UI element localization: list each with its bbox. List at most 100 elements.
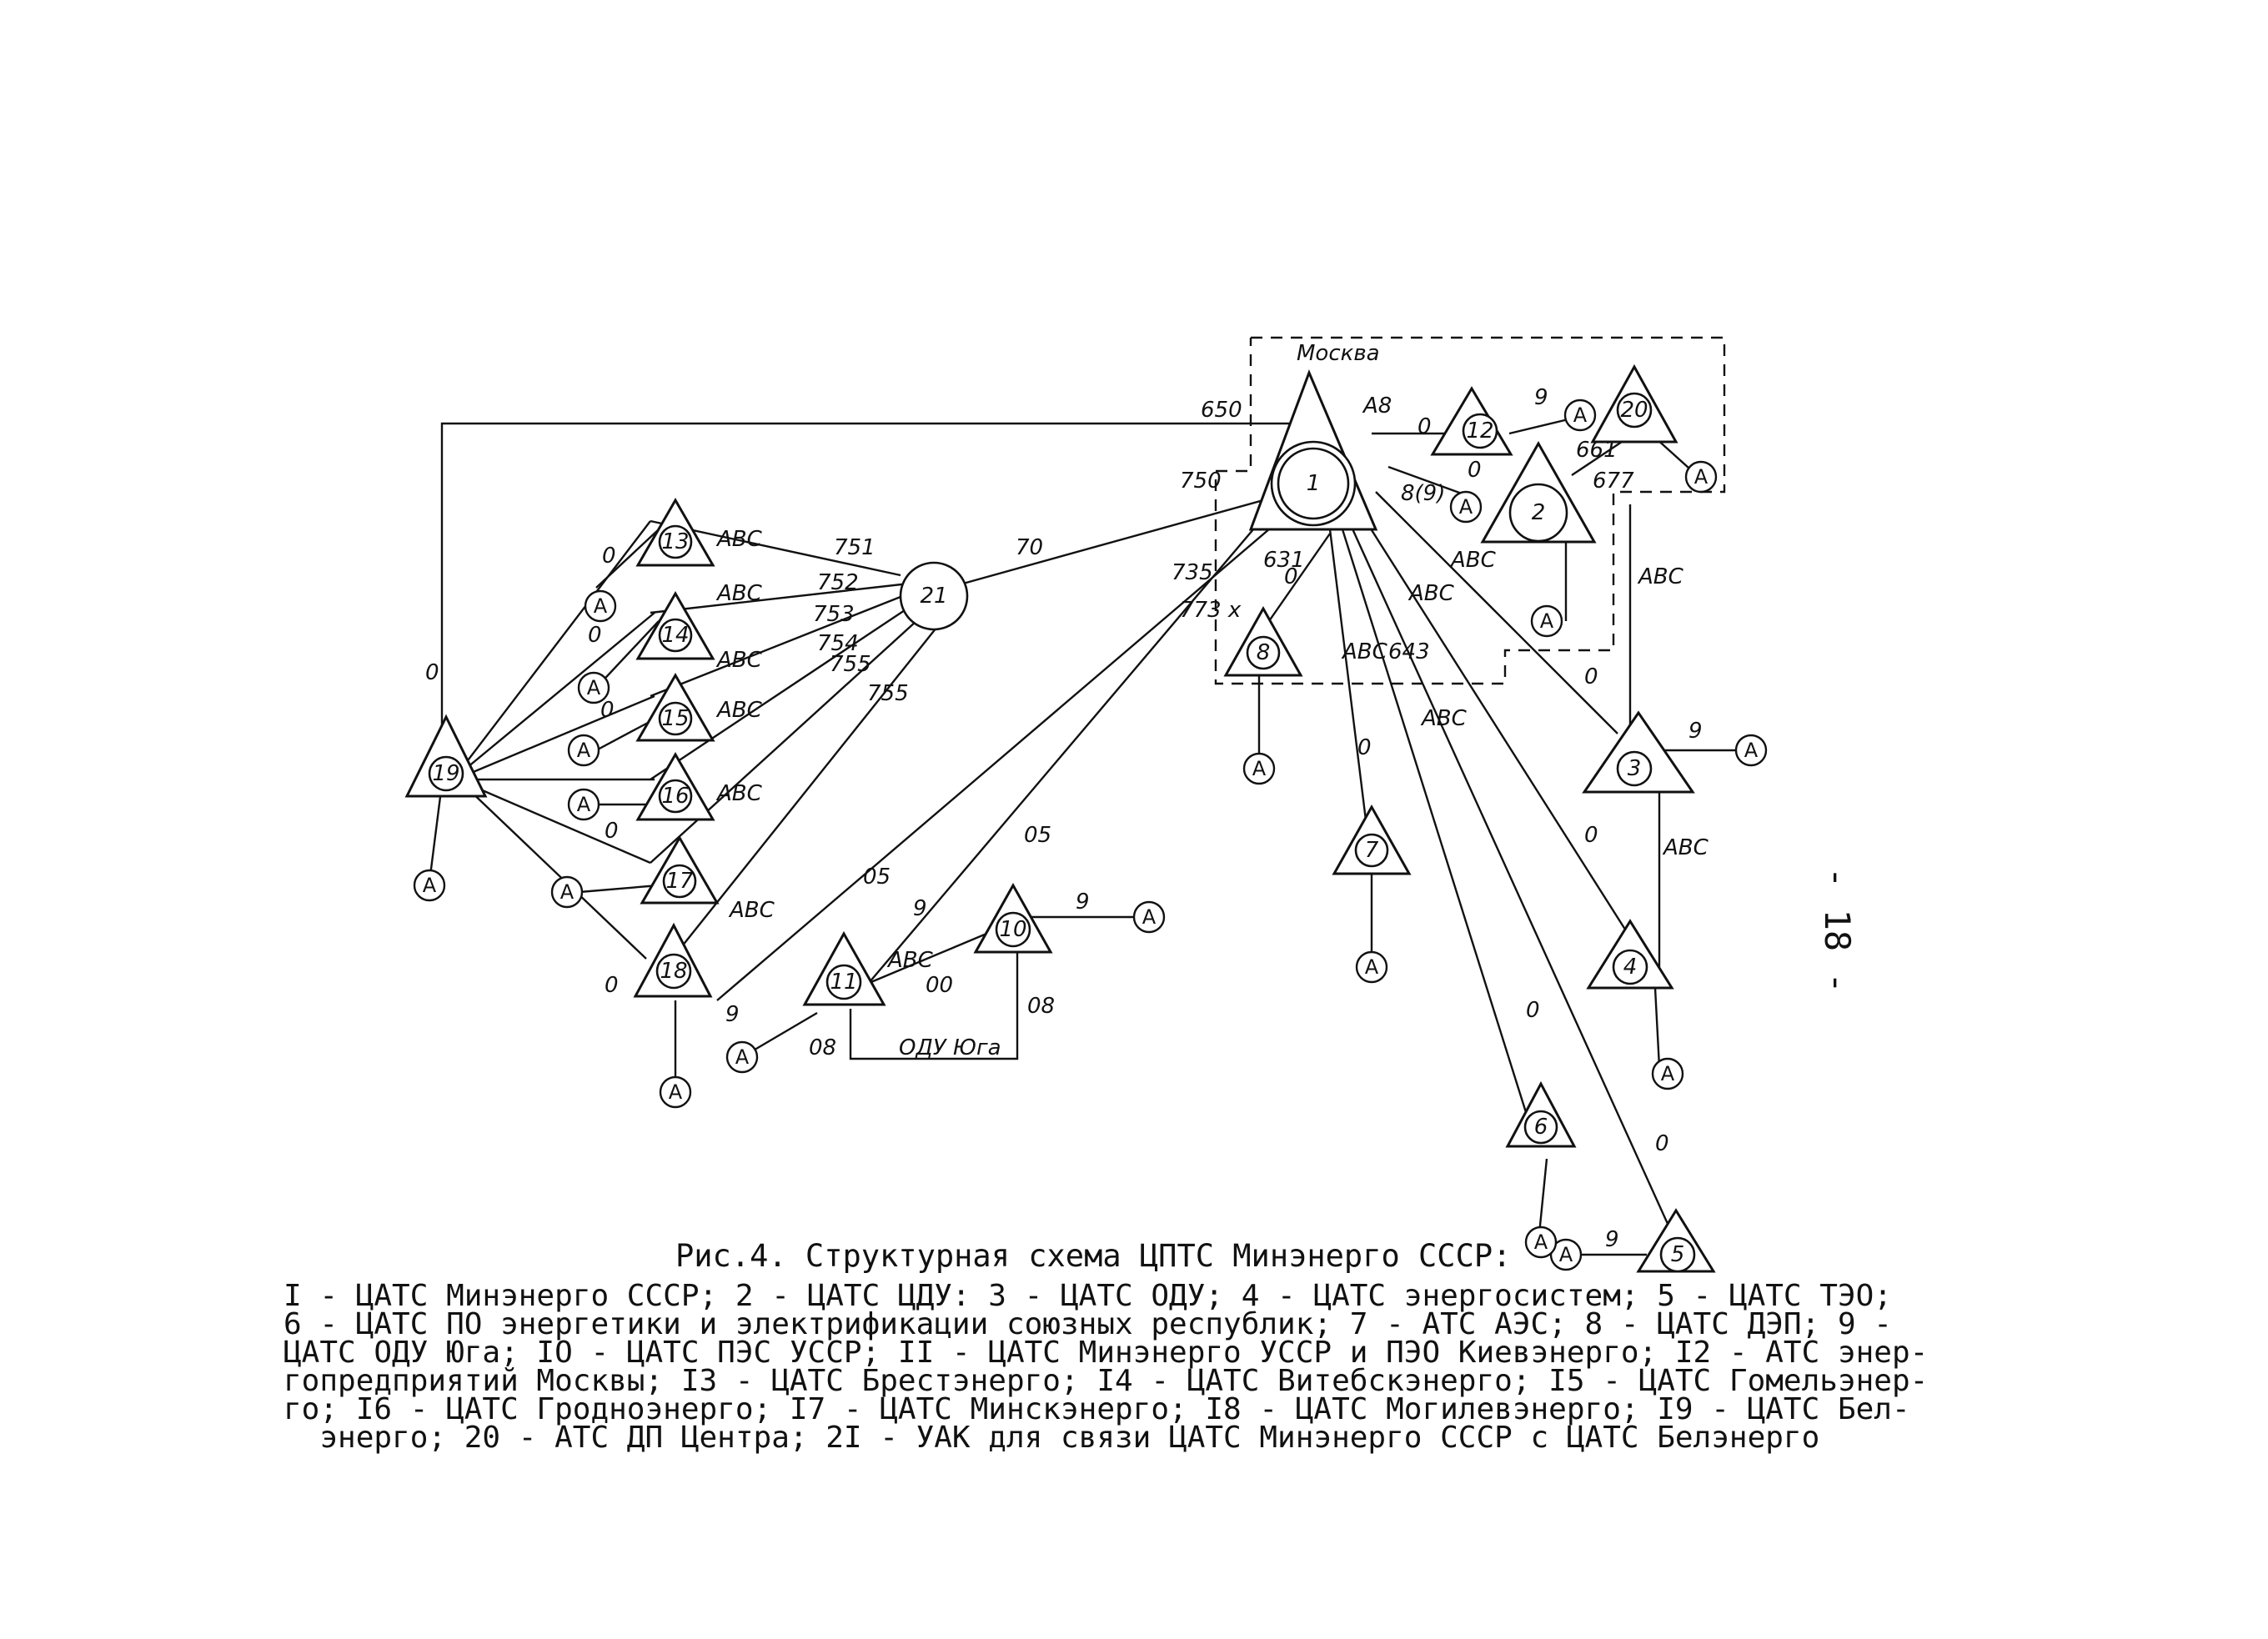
label-0-17: 0 — [605, 819, 619, 844]
caption-line: гопредприятий Москвы; I3 - ЦАТС Брестэне… — [284, 1364, 1929, 1398]
svg-text:А: А — [1559, 1243, 1573, 1266]
label-abc-11: ABC — [886, 948, 934, 973]
label-9-3: 9 — [1688, 719, 1703, 744]
svg-text:18: 18 — [660, 959, 687, 984]
svg-text:8: 8 — [1257, 640, 1271, 665]
svg-text:1: 1 — [1307, 471, 1321, 496]
moscow-label: Москва — [1297, 341, 1380, 366]
label-631: 631 — [1263, 548, 1305, 573]
label-752: 752 — [817, 570, 859, 595]
svg-text:А: А — [1661, 1062, 1675, 1085]
svg-text:7: 7 — [1365, 838, 1379, 863]
nodes: 1 2 12 20 3 4 5 6 7 — [404, 363, 1716, 1273]
label-08: 08 — [1027, 994, 1055, 1019]
svg-text:А: А — [1694, 465, 1709, 489]
svg-text:А: А — [587, 676, 601, 699]
svg-text:А: А — [1540, 609, 1554, 633]
label-0-5: 0 — [1655, 1131, 1669, 1156]
label-0-2: 0 — [1468, 458, 1482, 483]
figure-caption: Рис.4. Структурная схема ЦПТС Минэнерго … — [284, 1238, 1929, 1455]
svg-text:15: 15 — [661, 706, 689, 731]
label-abc-17: ABC — [715, 781, 763, 806]
label-abc-13: ABC — [715, 527, 763, 552]
label-0-6: 0 — [1526, 998, 1540, 1023]
svg-text:14: 14 — [661, 623, 689, 648]
svg-text:12: 12 — [1466, 419, 1493, 444]
label-650: 650 — [1201, 398, 1242, 423]
label-0-15: 0 — [600, 698, 615, 723]
svg-text:А: А — [669, 1080, 683, 1104]
svg-text:5: 5 — [1671, 1242, 1685, 1267]
label-05: 05 — [1024, 823, 1051, 848]
svg-text:А: А — [1534, 1231, 1548, 1254]
label-753: 753 — [813, 602, 855, 627]
svg-text:6: 6 — [1534, 1115, 1548, 1140]
label-9-10: 9 — [1076, 890, 1090, 915]
svg-text:4: 4 — [1623, 955, 1638, 980]
label-754: 754 — [817, 631, 859, 656]
label-abc-15: ABC — [715, 648, 763, 673]
label-abc-6b: ABC — [1420, 706, 1468, 731]
svg-text:А: А — [423, 874, 437, 897]
caption-line: I - ЦАТС Минэнерго СССР; 2 - ЦАТС ЦДУ: 3… — [284, 1279, 1892, 1313]
svg-text:21: 21 — [920, 584, 947, 609]
label-756: 755 — [867, 681, 909, 706]
label-a8: А8 — [1362, 393, 1392, 419]
caption-title: Рис.4. Структурная схема ЦПТС Минэнерго … — [675, 1238, 1512, 1274]
label-751: 751 — [834, 535, 876, 560]
subscribers: А А А А А А А А А А А А А А А А А А А — [413, 398, 1768, 1271]
label-0-14: 0 — [588, 623, 602, 648]
label-773x: 773 х — [1180, 598, 1242, 623]
page-number: - 18 - — [1817, 867, 1858, 994]
svg-text:А: А — [1744, 739, 1759, 762]
label-abc-16: ABC — [715, 698, 763, 723]
label-735: 735 — [1172, 560, 1213, 585]
svg-text:А: А — [735, 1045, 750, 1069]
label-08b: 08 — [809, 1035, 836, 1060]
svg-text:19: 19 — [432, 761, 459, 786]
label-0-3: 0 — [1584, 664, 1598, 689]
label-0-18: 0 — [605, 973, 619, 998]
svg-text:А: А — [1573, 403, 1588, 427]
label-8-9: 8(9) — [1401, 481, 1445, 506]
svg-text:А: А — [560, 880, 575, 904]
svg-text:11: 11 — [830, 970, 857, 995]
svg-text:17: 17 — [665, 869, 694, 894]
label-abc-7: ABC — [1341, 639, 1388, 664]
label-abc-14: ABC — [715, 581, 763, 606]
svg-text:А: А — [594, 594, 608, 618]
svg-text:10: 10 — [999, 917, 1026, 942]
label-0-7: 0 — [1357, 735, 1372, 760]
label-9-11: 9 — [725, 1002, 740, 1027]
label-0-12: 0 — [1418, 414, 1432, 439]
label-abc-2: ABC — [1637, 564, 1684, 589]
region-label: ОДУ Юга — [899, 1035, 1001, 1060]
label-abc-3: ABC — [1449, 548, 1497, 573]
node-21 — [899, 561, 969, 631]
svg-text:А: А — [1252, 757, 1267, 780]
label-9-5: 9 — [1605, 1227, 1619, 1252]
label-0-4: 0 — [1584, 823, 1598, 848]
label-abc-6: ABC — [1407, 581, 1455, 606]
svg-text:3: 3 — [1628, 756, 1642, 781]
svg-text:А: А — [1365, 955, 1379, 979]
label-0-13: 0 — [602, 544, 616, 569]
caption-line: энерго; 20 - АТС ДП Центра; 2I - УАК для… — [284, 1421, 1820, 1455]
label-755: 755 — [830, 652, 871, 677]
label-0-19: 0 — [425, 660, 439, 685]
label-750: 750 — [1180, 469, 1222, 494]
label-643: 643 — [1388, 639, 1430, 664]
svg-text:13: 13 — [661, 529, 689, 554]
label-00: 00 — [926, 973, 953, 998]
label-0-8: 0 — [1284, 564, 1298, 589]
label-abc-18: ABC — [728, 898, 775, 923]
svg-text:А: А — [1142, 905, 1157, 929]
caption-line: го; I6 - ЦАТС Гродноэнерго; I7 - ЦАТС Ми… — [284, 1392, 1910, 1426]
label-abc-4: ABC — [1662, 835, 1709, 860]
svg-text:20: 20 — [1620, 398, 1648, 423]
label-70: 70 — [1016, 535, 1043, 560]
caption-line: ЦАТС ОДУ Юга; IO - ЦАТС ПЭС УССР; II - Ц… — [284, 1336, 1929, 1370]
label-677: 677 — [1593, 469, 1634, 494]
label-9-12: 9 — [1534, 385, 1548, 410]
